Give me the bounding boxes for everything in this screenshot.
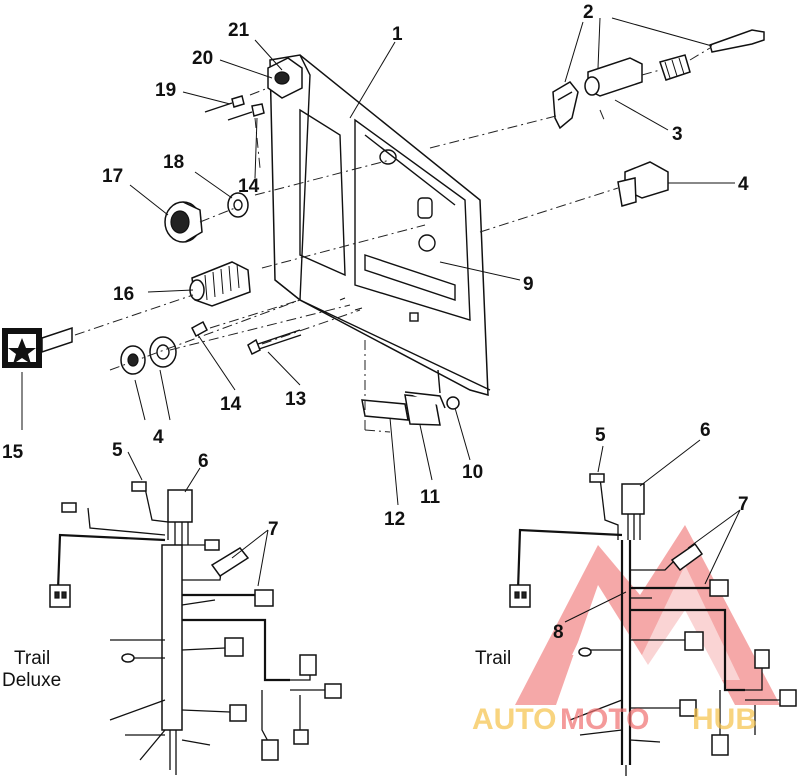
cylinder-part-3 (584, 54, 691, 97)
key-badge-part-15 (2, 326, 73, 368)
leader-lines (21, 17, 735, 506)
caption-trail-deluxe-line2: Deluxe (2, 670, 61, 691)
callout-9: 9 (523, 274, 534, 295)
callout-11: 11 (420, 487, 441, 508)
model-captions: Trail Deluxe Trail (2, 648, 511, 691)
watermark-text-auto: AUTO (472, 703, 556, 736)
caption-trail: Trail (475, 648, 511, 669)
washer-part-18 (227, 192, 249, 218)
callout-4-upper: 4 (738, 174, 749, 195)
bracket-part-21 (267, 57, 303, 99)
harness-leader-lines (127, 439, 741, 623)
callout-6-left: 6 (198, 451, 209, 472)
callout-12: 12 (384, 509, 405, 530)
callout-15: 15 (2, 442, 24, 463)
callout-4-lower: 4 (153, 427, 164, 448)
callout-5-left: 5 (112, 440, 123, 461)
callout-17: 17 (102, 166, 123, 187)
pin-part-2 (709, 29, 765, 53)
callout-13: 13 (285, 389, 306, 410)
callout-16: 16 (113, 284, 134, 305)
assembly-center-lines (74, 47, 711, 433)
callout-21: 21 (228, 20, 250, 41)
callout-3: 3 (672, 124, 683, 145)
callout-5-right: 5 (595, 425, 606, 446)
bolt-part-13 (247, 329, 302, 356)
callout-6-right: 6 (700, 420, 711, 441)
watermark-text-hub: HUB (692, 703, 757, 736)
toggle-switch-part-4 (617, 161, 669, 207)
callout-20: 20 (192, 48, 213, 69)
watermark-text-moto: MOTO (560, 703, 649, 736)
screw-part-19 (204, 95, 245, 113)
nut-part-17 (164, 201, 203, 243)
callout-labels: 1 2 3 4 9 10 11 12 13 14 4 15 16 17 18 1… (2, 2, 749, 643)
callout-7-left: 7 (268, 519, 279, 540)
wiring-harness-trail-deluxe (49, 481, 342, 775)
callout-8: 8 (553, 622, 564, 643)
nut-part-14-lower (191, 320, 208, 338)
callout-19: 19 (155, 80, 176, 101)
switch-part-16 (189, 261, 251, 307)
bracket-parts-10-11-12 (361, 369, 460, 426)
callout-10: 10 (462, 462, 483, 483)
watermark-logo (515, 525, 780, 705)
callout-1: 1 (392, 24, 403, 45)
callout-2: 2 (583, 2, 594, 23)
callout-18: 18 (163, 152, 184, 173)
callout-7-right: 7 (738, 494, 749, 515)
dash-panel (269, 54, 491, 396)
nut-part-14-top (227, 103, 265, 121)
watermark-text: AUTO MOTO HUB (472, 703, 757, 736)
wiring-harness-trail (509, 473, 797, 776)
callout-14-upper: 14 (238, 176, 260, 197)
caption-trail-deluxe-line1: Trail (14, 648, 50, 669)
callout-14-lower: 14 (220, 394, 242, 415)
latch-part-2 (552, 81, 579, 130)
